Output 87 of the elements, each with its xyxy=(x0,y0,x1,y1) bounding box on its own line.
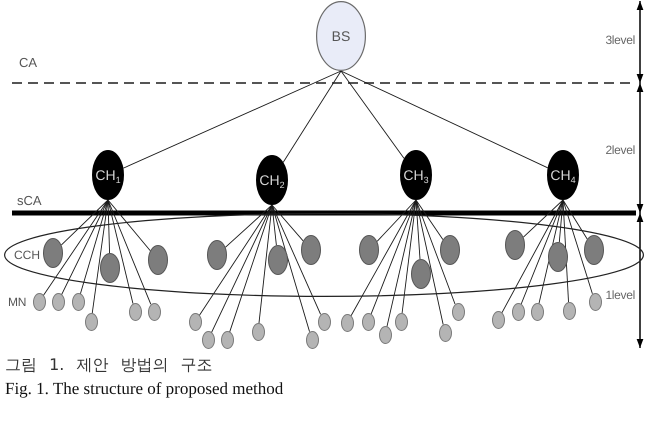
mid-node-circle xyxy=(148,245,168,275)
mid-node-circle xyxy=(100,253,120,283)
small-node-circle xyxy=(588,293,602,311)
node-label: CH$_{1}$ xyxy=(95,168,121,185)
connector-line xyxy=(61,200,108,295)
small-node-circle xyxy=(318,313,330,331)
mid-node-circle xyxy=(268,245,288,275)
small-node-circle xyxy=(52,293,64,311)
connector-line xyxy=(122,70,342,169)
node-label: CH$_{3}$ xyxy=(403,168,429,185)
connector-line xyxy=(562,200,588,240)
small-node-circle xyxy=(148,303,160,321)
root-node-ellipse xyxy=(316,1,366,71)
small-node-circle xyxy=(188,313,202,331)
connector-line xyxy=(340,70,548,168)
level-label: 1level xyxy=(605,289,635,301)
small-node-circle xyxy=(306,331,318,349)
group-label: CCH xyxy=(14,249,40,261)
connector-line xyxy=(211,204,272,333)
connector-line xyxy=(340,70,404,159)
cluster-head-ellipse xyxy=(547,150,579,200)
small-node-circle xyxy=(84,313,98,331)
connector-line xyxy=(416,200,444,240)
small-node-circle xyxy=(340,314,354,332)
connector-line xyxy=(108,200,151,252)
small-node-circle xyxy=(394,313,408,331)
connector-line xyxy=(501,200,564,314)
connector-line xyxy=(376,200,416,242)
connector-line xyxy=(258,204,272,324)
connector-line xyxy=(523,200,564,238)
connector-line xyxy=(225,204,272,248)
connector-line xyxy=(402,200,416,314)
connector-line xyxy=(282,70,342,163)
node-label: CH$_{4}$ xyxy=(550,168,576,185)
small-node-circle xyxy=(492,311,504,329)
mid-node-circle xyxy=(548,242,568,272)
connector-line xyxy=(386,200,416,327)
node-label: CH$_{2}$ xyxy=(259,173,285,190)
figure-caption: 그림 1. 제안 방법의 구조 xyxy=(5,357,213,373)
connector-line xyxy=(92,200,108,314)
small-node-circle xyxy=(512,303,524,321)
cluster-head-ellipse xyxy=(256,155,288,205)
mid-node-circle xyxy=(207,240,227,270)
connector-line xyxy=(370,200,416,315)
cluster-head-ellipse xyxy=(400,150,432,200)
small-node-circle xyxy=(32,293,46,311)
connector-line xyxy=(60,200,108,246)
mid-node-circle xyxy=(411,259,431,289)
connector-line xyxy=(416,200,444,325)
figure-caption: Fig. 1. The structure of proposed method xyxy=(5,380,284,397)
small-node-circle xyxy=(438,324,452,342)
cluster-head-ellipse xyxy=(92,150,124,200)
connector-line xyxy=(350,200,416,316)
level-label: 2level xyxy=(605,144,635,156)
connector-line xyxy=(108,200,134,304)
small-node-circle xyxy=(128,303,142,321)
mid-node-circle xyxy=(584,235,604,265)
connector-line xyxy=(229,204,272,332)
connector-line xyxy=(80,200,108,294)
small-node-circle xyxy=(530,303,544,321)
connector-line xyxy=(108,200,152,305)
mid-node-circle xyxy=(359,235,379,265)
small-node-circle xyxy=(378,326,392,344)
node-label: BS xyxy=(332,29,350,43)
small-node-circle xyxy=(202,331,214,349)
node-type-label: MN xyxy=(8,296,26,308)
level-label: 3level xyxy=(605,34,635,46)
area-label: CA xyxy=(19,56,38,69)
small-node-circle xyxy=(562,302,576,320)
small-node-circle xyxy=(452,303,464,321)
connector-line xyxy=(198,204,272,316)
mid-node-circle xyxy=(43,238,63,268)
small-node-circle xyxy=(252,323,264,341)
mid-node-circle xyxy=(440,235,460,265)
connector-line xyxy=(272,204,304,242)
connector-line xyxy=(272,204,322,315)
connector-line xyxy=(272,204,277,246)
small-node-circle xyxy=(72,293,84,311)
connector-line xyxy=(416,200,456,304)
connector-line xyxy=(272,204,310,332)
small-node-circle xyxy=(220,331,234,349)
small-node-circle xyxy=(362,313,374,331)
connector-line xyxy=(43,200,108,296)
area-label: sCA xyxy=(17,194,42,207)
mid-node-circle xyxy=(301,235,321,265)
connector-line xyxy=(562,200,593,294)
mid-node-circle xyxy=(505,230,525,260)
